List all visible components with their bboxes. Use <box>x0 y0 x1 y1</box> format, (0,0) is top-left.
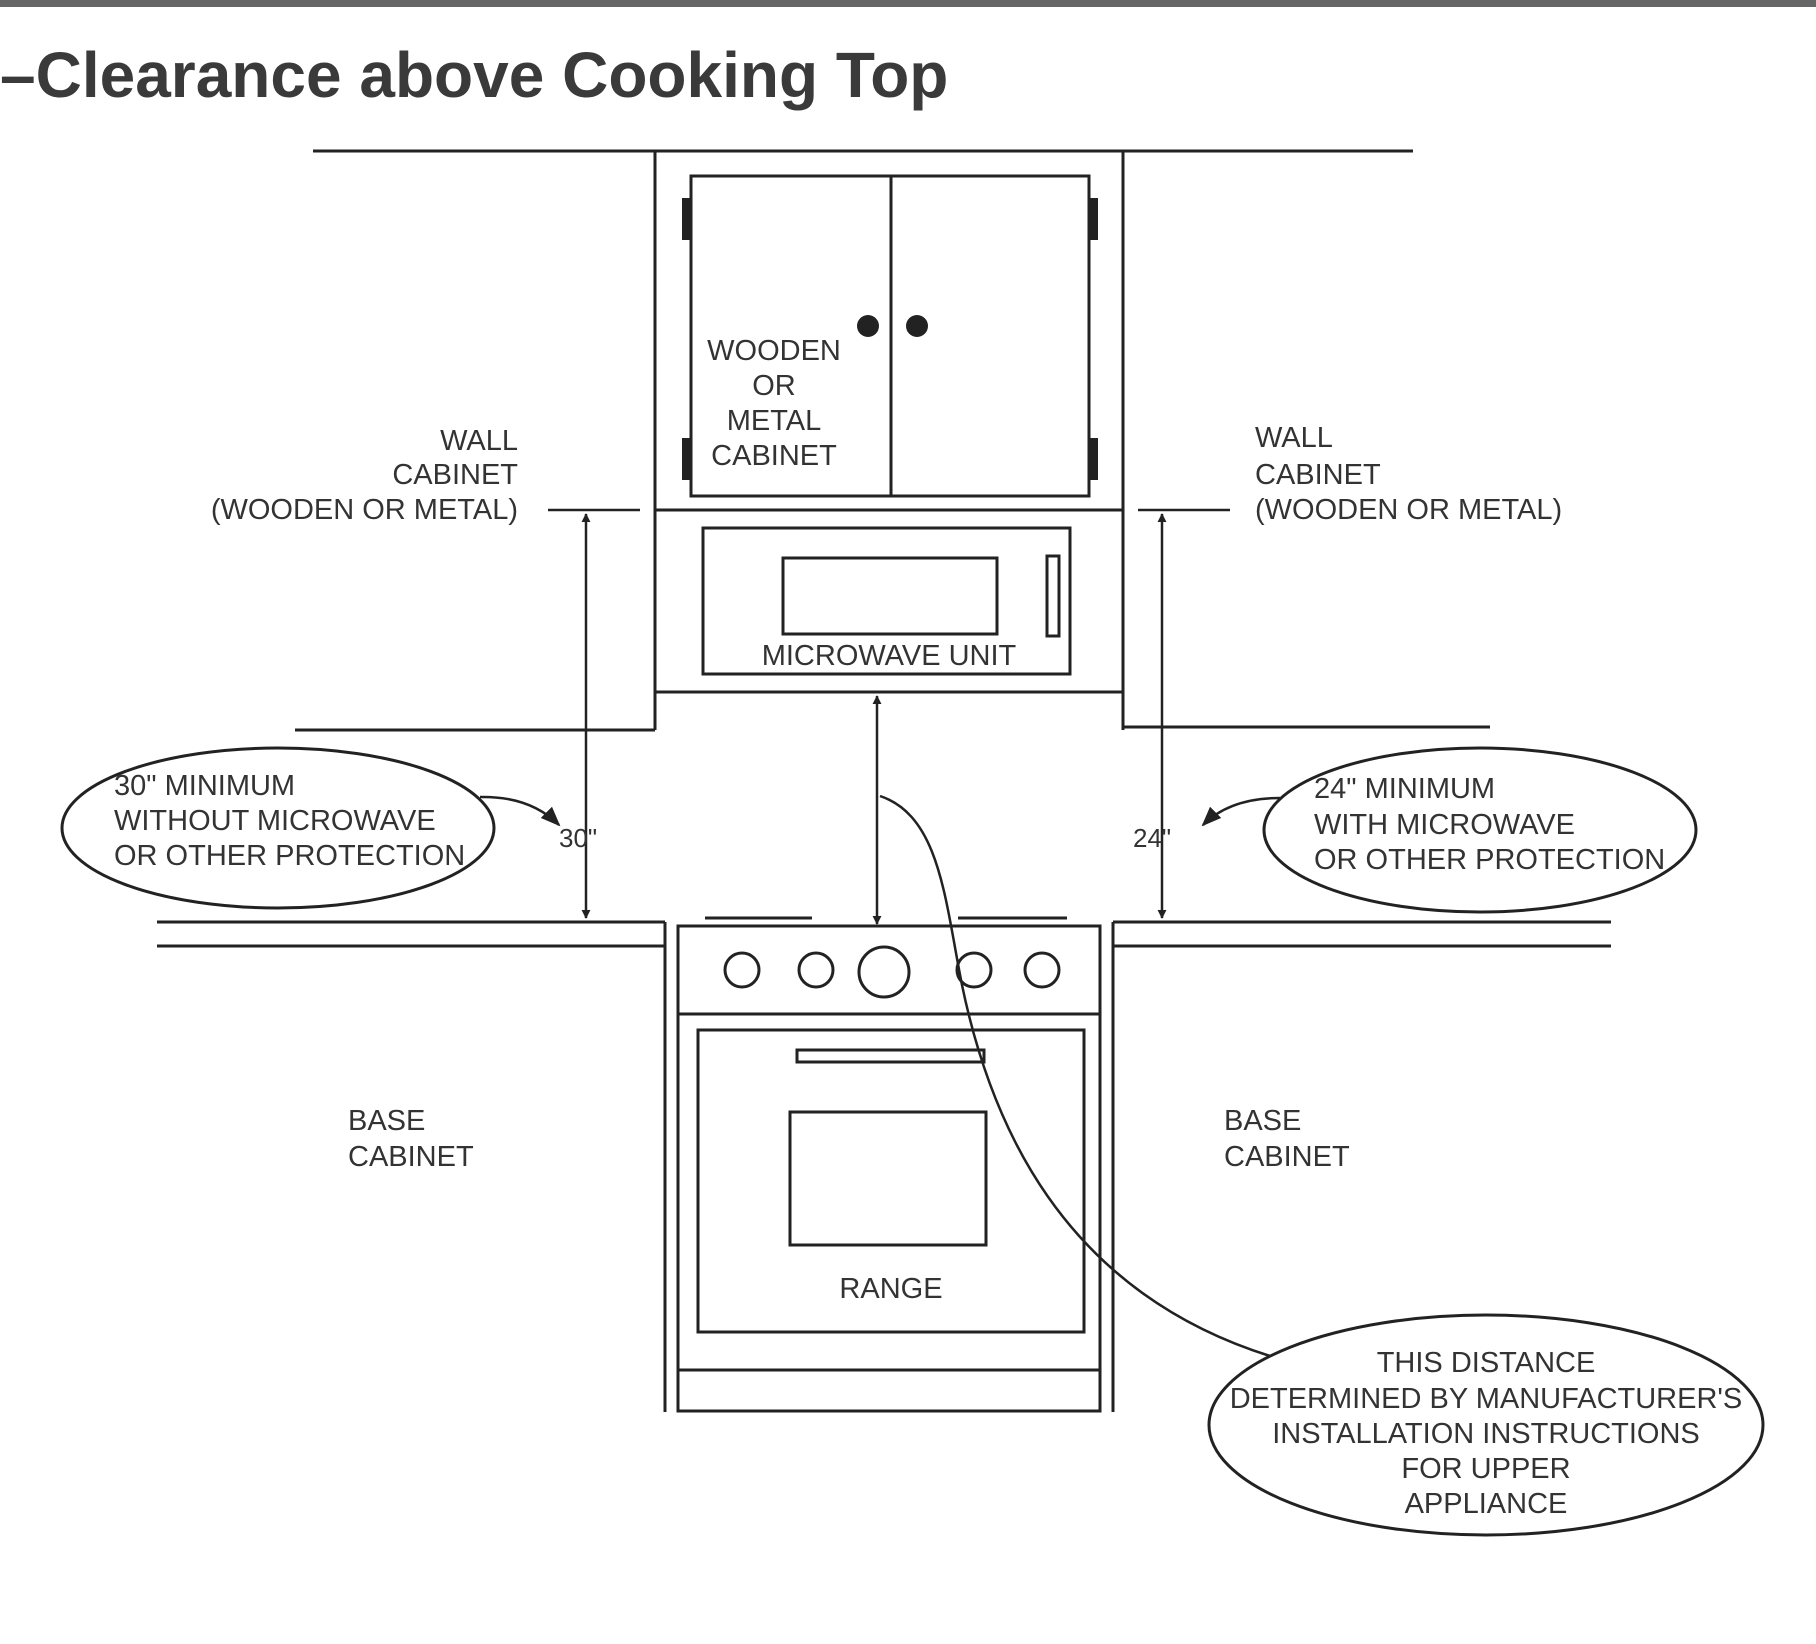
note-bottom-callout: THIS DISTANCE DETERMINED BY MANUFACTURER… <box>879 794 1765 1537</box>
wall-cabinet-left-label: WALL CABINET (WOODEN OR METAL) <box>211 425 518 526</box>
upper-cabinet-label: WOODEN OR METAL CABINET <box>707 335 841 472</box>
control-knob-icon <box>1023 951 1061 989</box>
door-knob-icon <box>906 315 928 337</box>
page-title: –Clearance above Cooking Top <box>0 38 948 112</box>
hinge-icon <box>1090 438 1098 480</box>
oven-handle <box>795 1048 986 1064</box>
range-label: RANGE <box>839 1273 942 1305</box>
note-left-callout: 30" MINIMUM WITHOUT MICROWAVE OR OTHER P… <box>60 746 561 910</box>
label-line: METAL <box>727 405 822 437</box>
label-line: DETERMINED BY MANUFACTURER'S <box>1230 1383 1743 1415</box>
note-right-callout: 24" MINIMUM WITH MICROWAVE OR OTHER PROT… <box>1201 746 1698 914</box>
base-cabinet-left-label: BASE CABINET <box>348 1105 474 1173</box>
label-line: INSTALLATION INSTRUCTIONS <box>1272 1418 1700 1450</box>
title-dash: – <box>0 39 36 111</box>
label-line: WALL <box>440 425 518 457</box>
label-line: 30" MINIMUM <box>114 770 295 802</box>
door-knob-icon <box>857 315 879 337</box>
label-line: (WOODEN OR METAL) <box>211 494 518 526</box>
title-text: Clearance above Cooking Top <box>35 39 949 111</box>
label-line: WITH MICROWAVE <box>1314 809 1575 841</box>
label-line: OR OTHER PROTECTION <box>1314 844 1665 876</box>
microwave-window <box>781 556 999 636</box>
label-line: THIS DISTANCE <box>1377 1347 1596 1379</box>
label-line: CABINET <box>1224 1141 1350 1173</box>
upper-cabinet <box>682 174 1098 498</box>
label-line: BASE <box>348 1105 425 1137</box>
microwave-handle <box>1045 554 1061 638</box>
note-left-pointer <box>479 795 561 827</box>
control-knob-icon <box>723 951 761 989</box>
label-line: CABINET <box>711 440 837 472</box>
oven-window <box>788 1110 988 1247</box>
dimension-label-left: 30" <box>559 823 597 853</box>
label-line: APPLIANCE <box>1405 1488 1568 1520</box>
microwave-label: MICROWAVE UNIT <box>762 640 1017 672</box>
note-right-pointer <box>1201 796 1281 827</box>
label-line: (WOODEN OR METAL) <box>1255 494 1562 526</box>
label-line: FOR UPPER <box>1401 1453 1570 1485</box>
dimension-label-right: 24" <box>1133 823 1171 853</box>
oven-door <box>696 1028 1086 1334</box>
label-line: OR OTHER PROTECTION <box>114 840 465 872</box>
control-knob-icon <box>955 951 993 989</box>
label-line: 24" MINIMUM <box>1314 773 1495 805</box>
control-knob-icon <box>797 951 835 989</box>
hinge-icon <box>682 198 690 240</box>
label-line: OR <box>752 370 796 402</box>
countertop-right <box>1111 920 1611 1412</box>
note-bottom-pointer <box>879 794 1271 1358</box>
label-line: WITHOUT MICROWAVE <box>114 805 436 837</box>
microwave-unit: MICROWAVE UNIT <box>701 526 1072 676</box>
wall-cabinet-right-label: WALL CABINET (WOODEN OR METAL) <box>1255 422 1562 526</box>
upper-cabinet-enclosure <box>653 151 1125 730</box>
label-line: BASE <box>1224 1105 1301 1137</box>
control-knob-icon <box>857 945 911 999</box>
label-line: WOODEN <box>707 335 841 367</box>
label-line: WALL <box>1255 422 1333 454</box>
label-line: CABINET <box>392 459 518 491</box>
top-rule <box>0 0 1816 7</box>
label-line: CABINET <box>348 1141 474 1173</box>
hinge-icon <box>682 438 690 480</box>
label-line: CABINET <box>1255 459 1381 491</box>
countertop-left <box>157 920 667 1412</box>
hinge-icon <box>1090 198 1098 240</box>
base-cabinet-right-label: BASE CABINET <box>1224 1105 1350 1173</box>
range: RANGE <box>676 916 1102 1413</box>
